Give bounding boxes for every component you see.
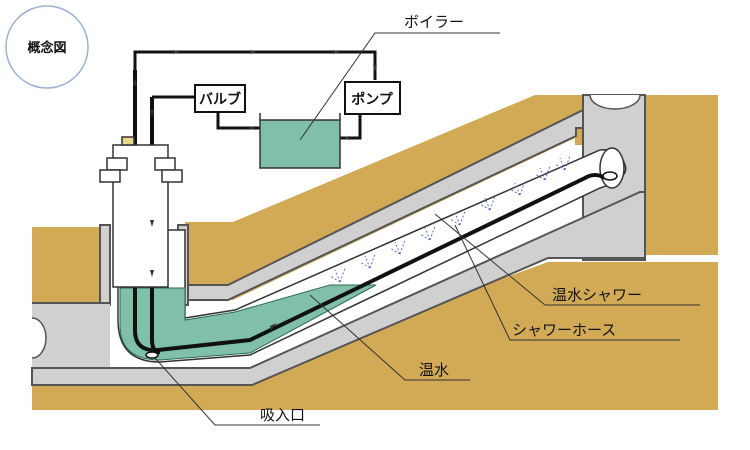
intake-mouth [145, 351, 159, 359]
hot-water-shower-label: 温水シャワー [552, 286, 642, 304]
hose-nozzle [602, 171, 618, 181]
pump-label: ポンプ [351, 91, 394, 108]
shower-hose-label: シャワーホース [512, 321, 616, 339]
valve-box: バルブ [194, 84, 246, 113]
pump-box: ポンプ [344, 81, 401, 115]
shower-spray [329, 155, 571, 283]
well-casing [99, 136, 183, 288]
concept-badge: 概念図 [5, 5, 89, 89]
callouts [154, 32, 700, 426]
supply-pipe [150, 97, 161, 354]
hot-water-label: 温水 [419, 361, 449, 379]
water-tank [259, 119, 341, 169]
badge-label: 概念図 [27, 40, 66, 56]
intake-label: 吸入口 [260, 406, 305, 424]
boiler-label: ボイラー [404, 13, 464, 31]
shower-hose [133, 70, 607, 353]
hot-water-body [119, 284, 377, 361]
valve-label: バルブ [199, 91, 241, 108]
flow-arrows [133, 50, 377, 330]
